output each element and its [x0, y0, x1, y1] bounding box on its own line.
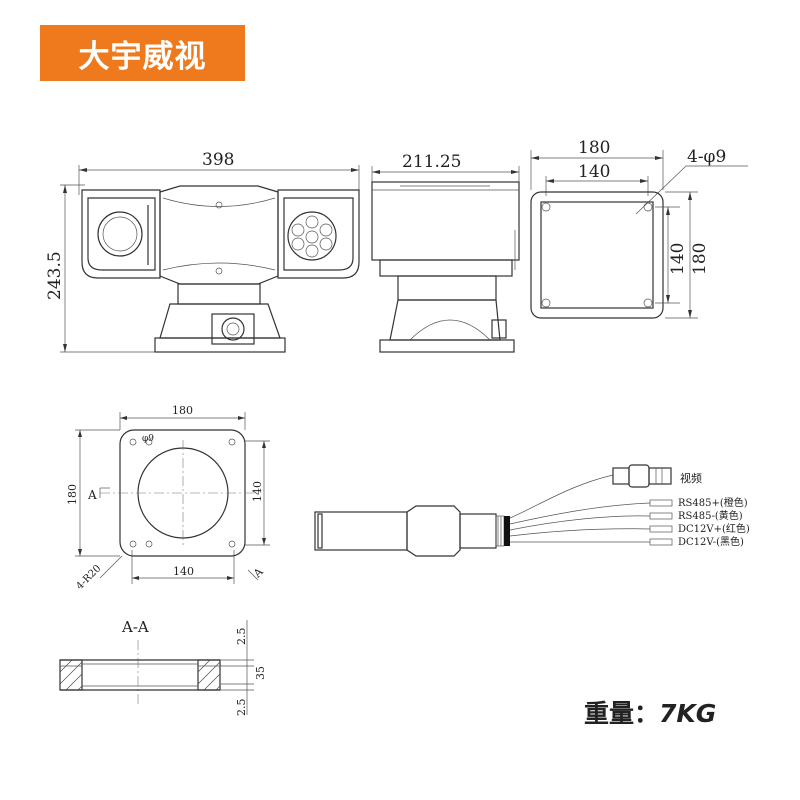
top-plate-hole-spacing: 140 [578, 162, 610, 182]
side-depth-dim: 211.25 [402, 152, 461, 172]
top-plate-holes: 4-φ9 [687, 147, 726, 167]
cable-label-dc12v-plus: DC12V+(红色) [678, 522, 750, 535]
front-height-dim: 243.5 [45, 251, 65, 300]
front-width-dim: 398 [202, 150, 234, 170]
section-title: A-A [121, 618, 149, 636]
cable-label-video: 视频 [680, 471, 702, 485]
base-section-mark-right: A [250, 565, 266, 581]
base-section-mark: A [87, 488, 97, 502]
weight-value: 7KG [659, 699, 717, 728]
section-bottom-dim: 2.5 [235, 699, 248, 717]
base-right-dim: 140 [251, 481, 264, 502]
cable-label-rs485-plus: RS485+(橙色) [678, 496, 748, 509]
side-view: 211.25 [371, 152, 520, 353]
top-plate-outer-side: 180 [690, 243, 710, 275]
cable-diagram: 视频 RS485+(橙色) RS485-(黄色) DC12V+(红色) DC12… [314, 464, 750, 557]
section-mid-dim: 35 [254, 666, 267, 680]
cable-label-rs485-minus: RS485-(黄色) [678, 509, 743, 522]
top-plate-outer-dim: 180 [578, 138, 610, 158]
front-view: 398 243.5 [45, 150, 360, 353]
brand-name: 大宇威视 [78, 38, 207, 75]
base-bottom-dim: 140 [173, 565, 194, 578]
base-left-dim: 180 [66, 484, 79, 505]
section-view: A-A 2.5 35 2.5 [59, 618, 267, 717]
base-plate-view: 180 180 140 140 φ9 A 4-R20 [66, 404, 270, 592]
base-hole-dim: φ9 [142, 434, 154, 444]
base-radius-dim: 4-R20 [74, 563, 103, 592]
section-top-dim: 2.5 [235, 628, 248, 646]
top-plate-hole-side: 140 [668, 243, 688, 275]
weight-label: 重量：7KG [584, 694, 716, 730]
top-plate-view: 180 140 4-φ9 140 180 [530, 138, 748, 319]
weight-label-text: 重量： [584, 699, 660, 728]
base-top-dim: 180 [172, 404, 193, 417]
cable-label-dc12v-minus: DC12V-(黑色) [678, 535, 744, 548]
brand-badge: 大宇威视 [40, 25, 245, 81]
